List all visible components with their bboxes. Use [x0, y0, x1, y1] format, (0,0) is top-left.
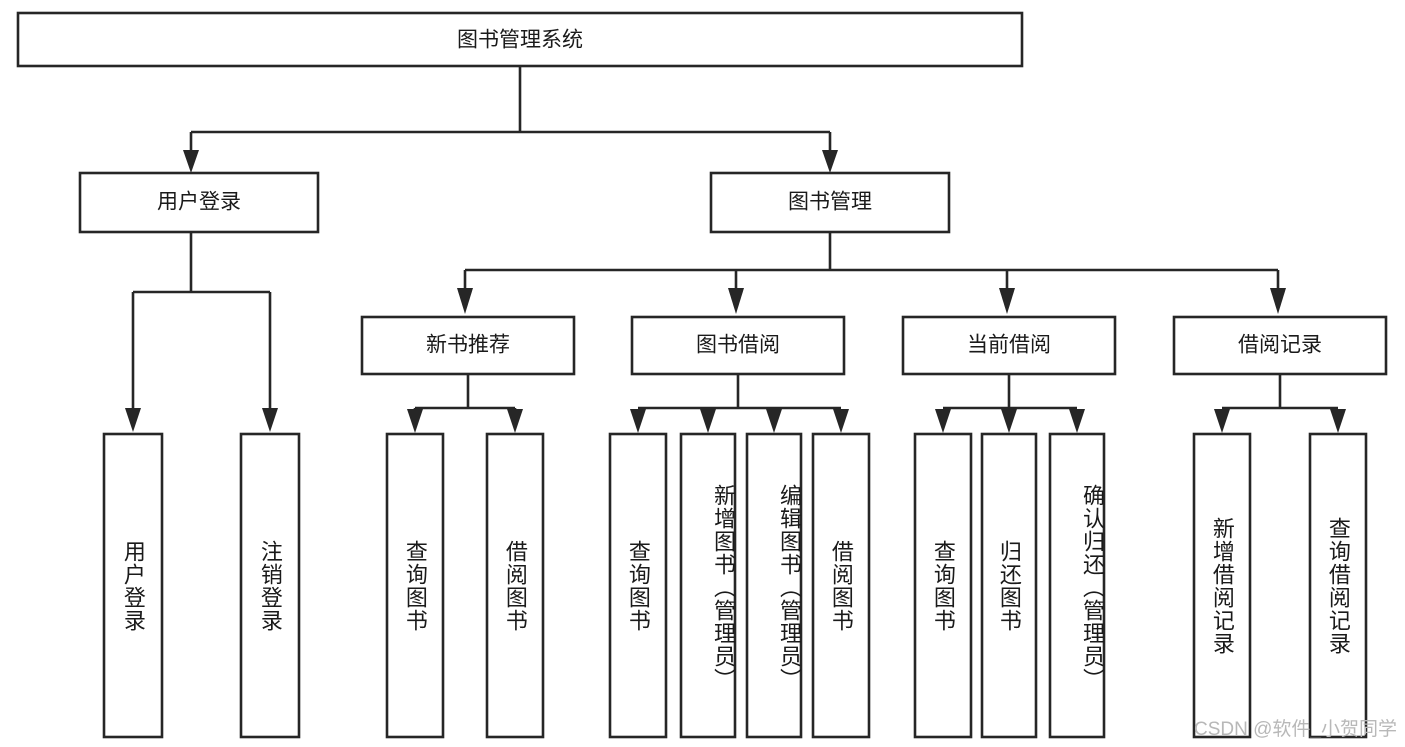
node-leaf-add-book-label: 新增图书（管理员）: [711, 484, 735, 691]
csdn-watermark: CSDN @软件_小贺同学: [1194, 719, 1397, 740]
node-leaf-return-book-text-area: 归还图书: [996, 539, 1022, 632]
node-leaf-user-login-text-area: 用户登录: [120, 539, 146, 632]
arrow-newbook-to-leaf-borrow-book-1: [507, 409, 523, 433]
node-user-login-label: 用户登录: [157, 191, 241, 214]
node-leaf-user-login[interactable]: 用户登录: [102, 432, 164, 739]
node-leaf-query-book-3-box[interactable]: [913, 432, 973, 739]
node-leaf-add-record-text-area: 新增借阅记录: [1209, 516, 1235, 655]
node-leaf-edit-book-box[interactable]: [745, 432, 803, 739]
node-leaf-return-book-box[interactable]: [980, 432, 1038, 739]
node-leaf-query-book-2-text-area: 查询图书: [625, 539, 651, 632]
node-leaf-query-book-3-label: 查询图书: [930, 539, 956, 632]
node-leaf-borrow-book-1[interactable]: 借阅图书: [485, 432, 545, 739]
node-leaf-return-book-label: 归还图书: [996, 539, 1022, 632]
arrow-borrowrecord-to-leaf-query-record: [1330, 409, 1346, 433]
node-leaf-query-book-3[interactable]: 查询图书: [913, 432, 973, 739]
node-leaf-add-record-box[interactable]: [1192, 432, 1252, 739]
node-leaf-borrow-book-2-label: 借阅图书: [828, 539, 854, 632]
node-leaf-query-book-2-box[interactable]: [608, 432, 668, 739]
node-leaf-confirm-return-text-area: 确认归还（管理员）: [1080, 484, 1104, 691]
arrow-currentborrow-to-leaf-return-book: [1001, 409, 1017, 433]
node-book-borrow[interactable]: 图书借阅: [630, 315, 846, 376]
node-leaf-user-login-box[interactable]: [102, 432, 164, 739]
node-leaf-edit-book[interactable]: 编辑图书（管理员）: [745, 432, 803, 739]
node-leaf-user-login-label: 用户登录: [120, 539, 146, 632]
node-current-borrow-label: 当前借阅: [967, 334, 1051, 357]
arrow-currentborrow-to-leaf-confirm-return: [1069, 409, 1085, 433]
node-leaf-logout-login-text-area: 注销登录: [257, 539, 283, 632]
node-leaf-query-record-label: 查询借阅记录: [1325, 516, 1351, 655]
node-borrow-record-box[interactable]: [1172, 315, 1388, 376]
node-book-borrow-box[interactable]: [630, 315, 846, 376]
arrow-userlogin-to-leaf-user-login: [125, 408, 141, 432]
node-current-borrow[interactable]: 当前借阅: [901, 315, 1117, 376]
node-leaf-borrow-book-2-box[interactable]: [811, 432, 871, 739]
node-leaf-add-book-text-area: 新增图书（管理员）: [711, 484, 735, 691]
node-current-borrow-box[interactable]: [901, 315, 1117, 376]
node-book-manage[interactable]: 图书管理: [709, 171, 951, 234]
node-leaf-borrow-book-2-text-area: 借阅图书: [828, 539, 854, 632]
arrow-bookmanage-to-book-borrow: [728, 288, 744, 314]
node-user-login-box[interactable]: [78, 171, 320, 234]
node-leaf-add-book-box[interactable]: [679, 432, 737, 739]
node-root[interactable]: 图书管理系统: [16, 11, 1024, 68]
node-leaf-add-book[interactable]: 新增图书（管理员）: [679, 432, 737, 739]
node-leaf-query-record-text-area: 查询借阅记录: [1325, 516, 1351, 655]
node-root-box[interactable]: [16, 11, 1024, 68]
node-leaf-query-book-1-label: 查询图书: [402, 539, 428, 632]
node-leaf-borrow-book-2[interactable]: 借阅图书: [811, 432, 871, 739]
node-book-manage-box[interactable]: [709, 171, 951, 234]
connector-group: [125, 66, 1346, 433]
node-leaf-query-record-box[interactable]: [1308, 432, 1368, 739]
node-leaf-query-book-1-text-area: 查询图书: [402, 539, 428, 632]
arrow-bookborrow-to-leaf-borrow-book-2: [833, 409, 849, 433]
node-root-label: 图书管理系统: [457, 29, 583, 52]
node-user-login[interactable]: 用户登录: [78, 171, 320, 234]
node-new-book-recommend[interactable]: 新书推荐: [360, 315, 576, 376]
arrow-bookborrow-to-leaf-query-book-2: [630, 409, 646, 433]
node-leaf-borrow-book-1-box[interactable]: [485, 432, 545, 739]
node-leaf-logout-login-label: 注销登录: [257, 539, 283, 632]
node-leaf-edit-book-label: 编辑图书（管理员）: [777, 484, 801, 691]
node-leaf-query-book-3-text-area: 查询图书: [930, 539, 956, 632]
arrow-newbook-to-leaf-query-book-1: [407, 409, 423, 433]
node-leaf-logout-login-box[interactable]: [239, 432, 301, 739]
node-leaf-query-book-2[interactable]: 查询图书: [608, 432, 668, 739]
node-new-book-recommend-box[interactable]: [360, 315, 576, 376]
node-book-borrow-label: 图书借阅: [696, 334, 780, 357]
arrow-currentborrow-to-leaf-query-book-3: [935, 409, 951, 433]
node-leaf-add-record[interactable]: 新增借阅记录: [1192, 432, 1252, 739]
arrow-bookmanage-to-current-borrow: [999, 288, 1015, 314]
node-new-book-recommend-label: 新书推荐: [426, 334, 510, 357]
arrow-userlogin-to-leaf-logout-login: [262, 408, 278, 432]
node-leaf-add-record-label: 新增借阅记录: [1209, 516, 1235, 655]
arrow-bookmanage-to-new-book-recommend: [457, 288, 473, 314]
arrow-bookborrow-to-leaf-edit-book: [766, 409, 782, 433]
node-leaf-confirm-return-label: 确认归还（管理员）: [1080, 484, 1104, 691]
arrow-bookmanage-to-borrow-record: [1270, 288, 1286, 314]
arrow-bookborrow-to-leaf-add-book: [700, 409, 716, 433]
node-leaf-return-book[interactable]: 归还图书: [980, 432, 1038, 739]
node-leaf-borrow-book-1-text-area: 借阅图书: [502, 539, 528, 632]
node-leaf-borrow-book-1-label: 借阅图书: [502, 539, 528, 632]
node-leaf-confirm-return[interactable]: 确认归还（管理员）: [1048, 432, 1106, 739]
node-leaf-query-book-1-box[interactable]: [385, 432, 445, 739]
arrow-root-to-book-manage: [822, 150, 838, 173]
node-borrow-record[interactable]: 借阅记录: [1172, 315, 1388, 376]
node-borrow-record-label: 借阅记录: [1238, 334, 1322, 357]
node-leaf-confirm-return-box[interactable]: [1048, 432, 1106, 739]
arrow-borrowrecord-to-leaf-add-record: [1214, 409, 1230, 433]
node-book-manage-label: 图书管理: [788, 191, 872, 214]
node-leaf-query-book-1[interactable]: 查询图书: [385, 432, 445, 739]
node-leaf-query-record[interactable]: 查询借阅记录: [1308, 432, 1368, 739]
arrow-root-to-user-login: [183, 150, 199, 173]
node-leaf-logout-login[interactable]: 注销登录: [239, 432, 301, 739]
node-leaf-query-book-2-label: 查询图书: [625, 539, 651, 632]
node-leaf-edit-book-text-area: 编辑图书（管理员）: [777, 484, 801, 691]
